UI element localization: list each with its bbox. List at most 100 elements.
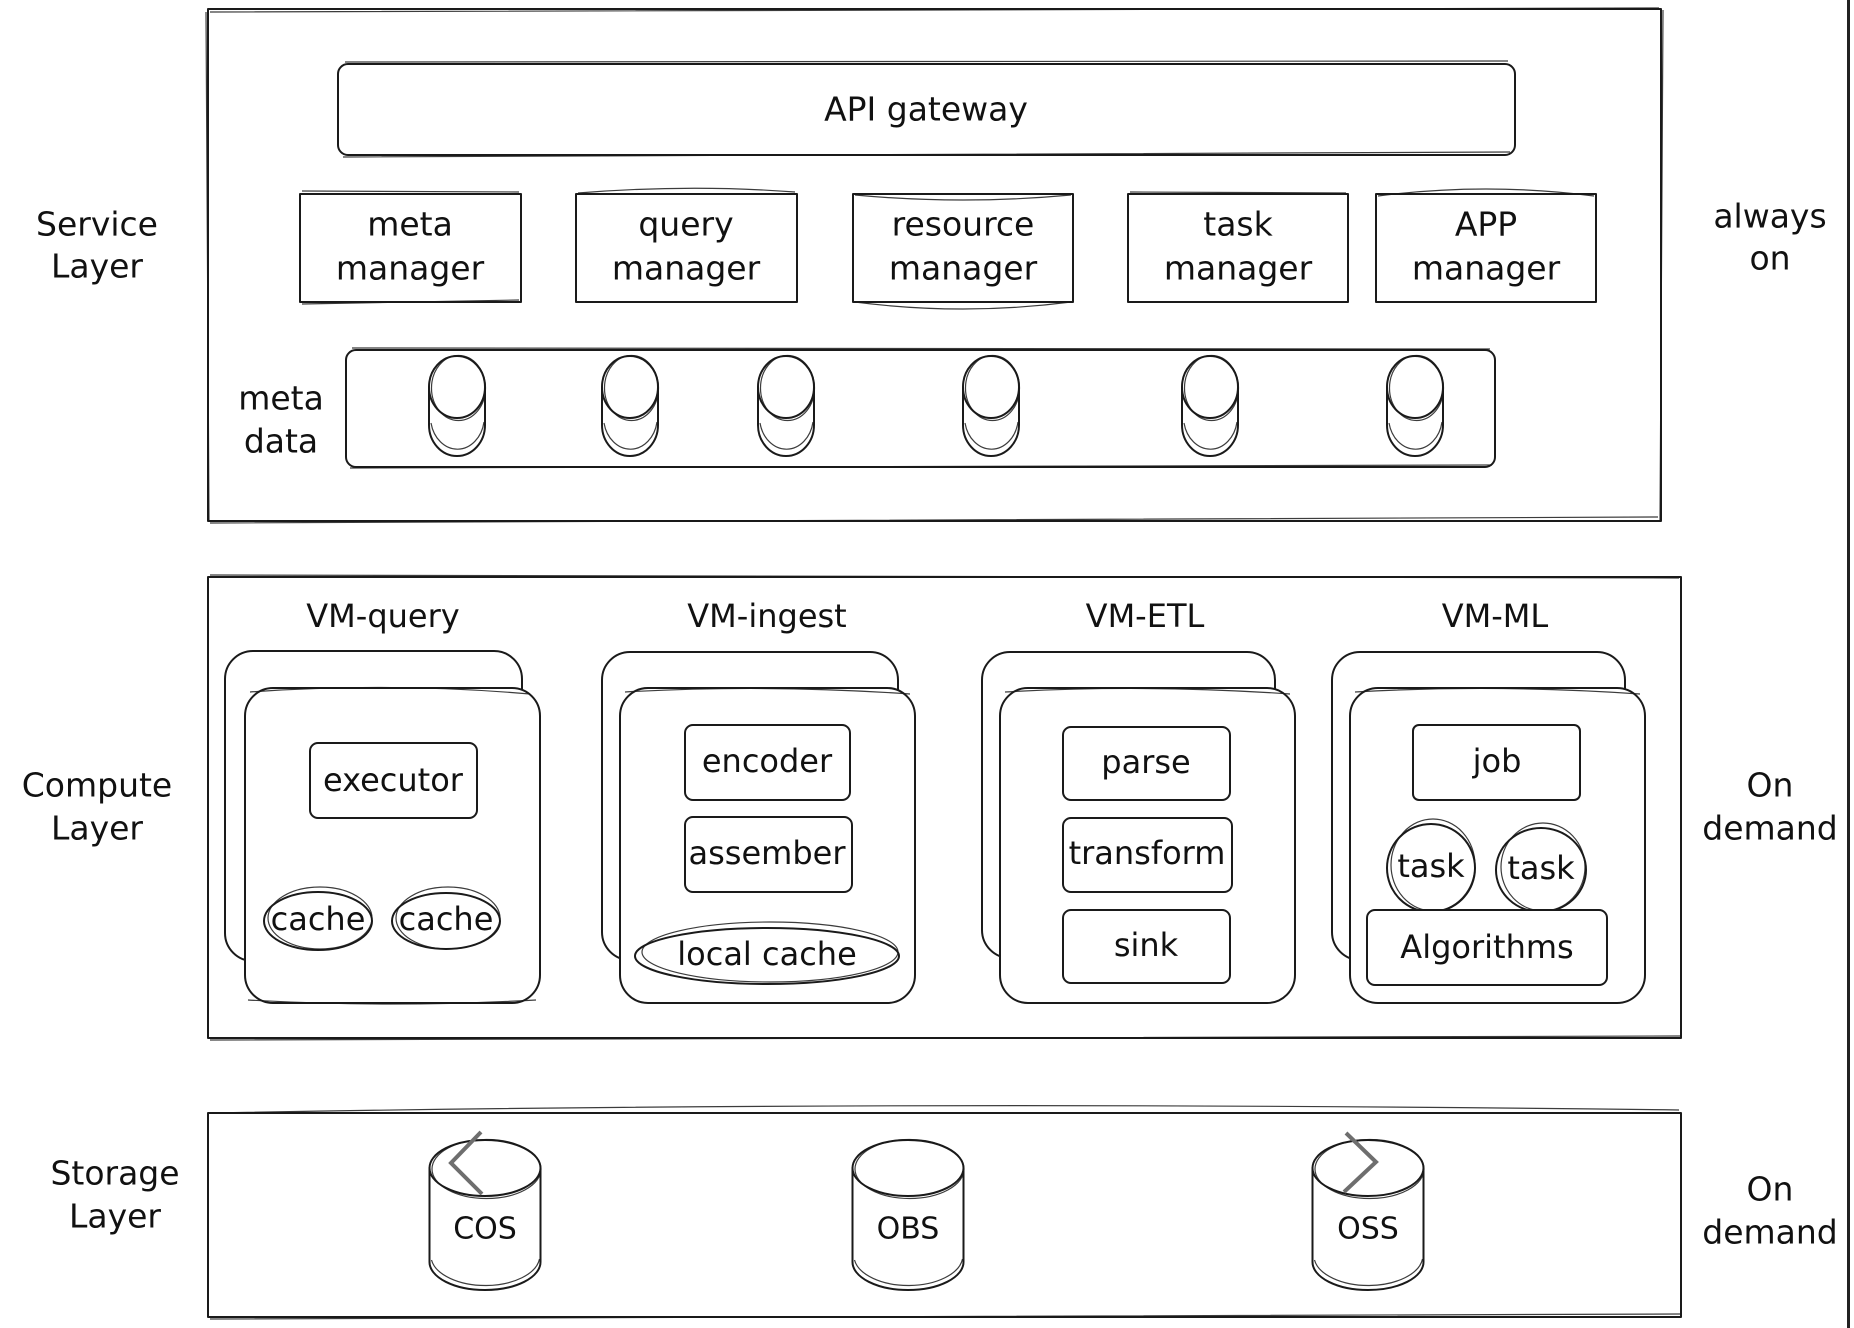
store-cos-cylinder-cap [428,1139,542,1197]
executor-label: executor [323,761,464,799]
metadata-cylinder-5-base-sketch [1183,421,1238,450]
local-cache-ellipse[interactable] [634,927,900,985]
manager-task-line1: task [1203,205,1273,244]
metadata-cylinder-3-cap-sketch [759,354,816,422]
store-cos-label: COS [453,1212,517,1247]
manager-app[interactable]: APP manager [1375,188,1597,303]
metadata-cylinder-2[interactable] [601,354,660,457]
parse-label: parse [1101,743,1190,781]
transform-label: transform [1069,834,1226,872]
api-gateway-label: API gateway [824,90,1028,129]
task-2-label: task [1507,849,1575,887]
vm-query-title: VM-query [306,597,459,635]
object-stores: COS OBS OSS [428,1138,1425,1291]
metadata-cylinder-5[interactable] [1181,354,1240,457]
manager-app-line1: APP [1455,205,1517,244]
metadata-cylinder-1-cap-sketch [430,354,487,422]
service-availability-line2: on [1749,239,1790,278]
cache-2-label: cache [399,900,494,938]
assember-box[interactable] [684,816,853,893]
api-gateway-sketch [342,60,1511,158]
metadata-cylinder-2-base-sketch [603,421,658,450]
right-edge-divider [1847,0,1850,1328]
manager-resource-line1: resource [892,205,1035,244]
metadata-bar-sketch [349,347,1493,469]
metadata-bar-box [345,349,1496,468]
sink-box[interactable] [1062,909,1231,984]
metadata-cylinder-1[interactable] [428,354,487,457]
manager-query-sketch [577,187,796,194]
manager-meta-line1: meta [367,205,453,244]
sink-label: sink [1114,926,1179,964]
job-box[interactable] [1412,724,1581,801]
store-obs-cylinder-cap [851,1139,965,1197]
vm-etl[interactable]: VM-ETL parse transform sink [981,597,1296,1004]
vm-ingest-title: VM-ingest [687,597,846,635]
store-oss-cylinder-body [1311,1167,1425,1291]
metadata-cylinder-4[interactable] [962,354,1021,457]
vm-ml-sketch [1354,687,1641,695]
cache-2-sketch [395,886,501,950]
manager-meta-line2: manager [336,249,485,288]
assember-label: assember [689,834,847,872]
algorithms-box[interactable] [1366,909,1608,986]
service-layer: Service Layer always on API gateway meta… [36,7,1827,524]
store-cos-cylinder-cap-sketch [431,1138,542,1200]
metadata-cylinder-2-cap-sketch [603,354,660,422]
cache-1-sketch [267,886,373,950]
manager-query-box[interactable] [575,193,798,303]
manager-query-line2: manager [612,249,761,288]
manager-app-sketch [1377,188,1595,197]
metadata-cylinder-3-base-sketch [759,421,814,450]
metadata-cylinders [428,354,1445,457]
vm-etl-sketch [1004,687,1291,695]
service-layer-label-line1: Service [36,205,158,244]
manager-task-box[interactable] [1127,193,1349,303]
manager-meta[interactable]: meta manager [299,190,522,305]
store-oss-label: OSS [1337,1212,1399,1247]
service-layer-label-line2: Layer [51,247,143,286]
chevron-left-icon[interactable] [448,1130,484,1196]
storage-availability-line1: On [1747,1170,1794,1209]
vm-ml[interactable]: VM-ML job task task Algorithms [1331,597,1646,1004]
metadata-cylinder-5-cap-sketch [1183,354,1240,422]
chevron-right-icon[interactable] [1342,1131,1379,1194]
metadata-cylinder-3[interactable] [757,354,816,457]
vm-query[interactable]: VM-query executor cache cache [224,597,541,1005]
compute-layer-label-line1: Compute [22,766,172,805]
storage-availability-line2: demand [1702,1213,1837,1252]
compute-layer-frame-sketch [209,574,1681,1041]
manager-query[interactable]: query manager [575,187,798,303]
api-gateway[interactable]: API gateway [337,60,1516,158]
transform-box[interactable] [1062,817,1233,893]
store-obs-cylinder-cap-sketch [854,1138,965,1200]
store-cos-cylinder-body [428,1167,542,1291]
manager-task[interactable]: task manager [1127,191,1349,303]
store-obs-cylinder[interactable]: OBS [851,1138,965,1291]
store-oss-cylinder[interactable]: OSS [1311,1138,1425,1291]
job-label: job [1472,742,1522,780]
manager-meta-box[interactable] [299,193,522,303]
manager-resource[interactable]: resource manager [852,193,1074,310]
local-cache-sketch [641,921,899,983]
manager-app-box[interactable] [1375,193,1597,303]
compute-layer-label-line2: Layer [51,809,143,848]
vm-query-front-card[interactable] [244,687,541,1004]
vm-ingest-sketch [624,687,911,695]
manager-resource-sketch [854,194,1072,310]
local-cache-label: local cache [677,935,857,973]
vm-ingest[interactable]: VM-ingest encoder assember local cache [601,597,916,1004]
manager-resource-box[interactable] [852,193,1074,303]
metadata-cylinder-6[interactable] [1386,354,1445,457]
compute-availability-line1: On [1747,766,1794,805]
parse-box[interactable] [1062,726,1231,801]
task-1-label: task [1397,847,1465,885]
service-layer-frame-sketch [205,7,1664,524]
encoder-box[interactable] [684,724,851,801]
executor-box[interactable] [309,742,478,819]
storage-layer-label-line2: Layer [69,1197,161,1236]
manager-query-line1: query [638,205,733,244]
store-cos-cylinder[interactable]: COS [428,1138,542,1291]
